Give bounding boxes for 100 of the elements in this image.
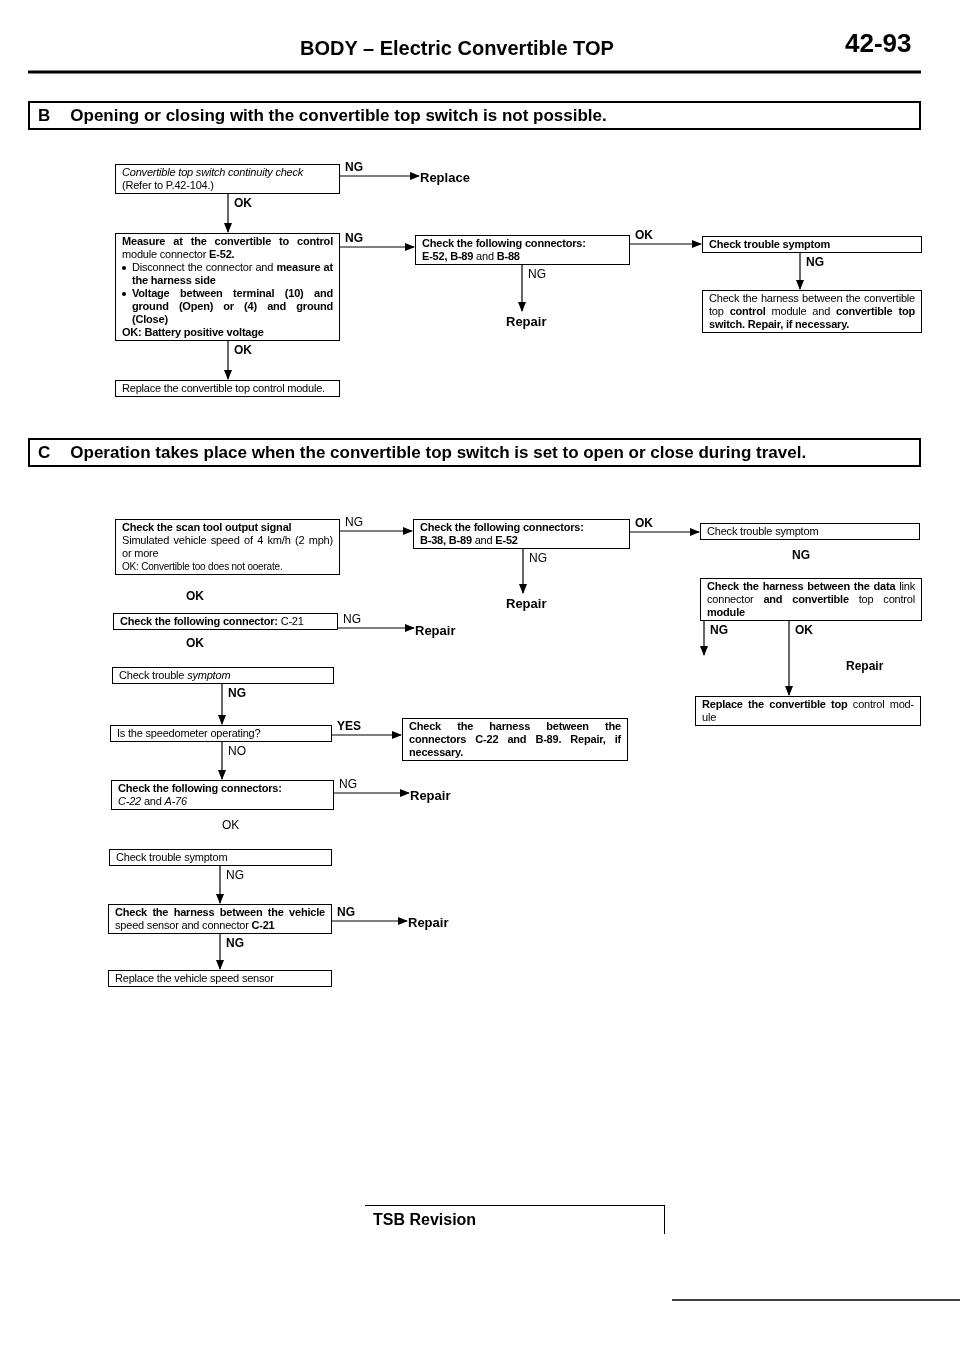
arrow [339, 243, 415, 251]
step-text: OK: Convertible too does not ooerate. [122, 560, 284, 573]
step-text: Check the following connectors: [422, 237, 587, 250]
arrow [337, 624, 415, 632]
edge-label: NG [527, 267, 547, 281]
edge-label: NG [336, 905, 356, 919]
arrow [218, 683, 226, 725]
edge-label: NG [528, 551, 548, 565]
edge-label: OK [233, 196, 253, 210]
process-box [702, 290, 922, 333]
process-box [108, 904, 332, 934]
step-text: Check trouble symptom [119, 669, 232, 682]
process-box [415, 235, 630, 265]
step-text: B-38, B-89 and E-52 [420, 534, 519, 547]
step-text: Check the harness between the convertible top control module and convertible top switch. Repair, if necessary. [709, 292, 915, 331]
edge-label: NG [344, 231, 364, 245]
arrow [216, 865, 224, 904]
result-text: Repair [408, 914, 449, 932]
step-text: Check the harness between the vehicle speed sensor and connector C-21 [115, 906, 325, 932]
edge-label: NG [805, 255, 825, 269]
step-text: Check the following connector: C-21 [120, 615, 305, 628]
step-text: Check the following connectors: [118, 782, 283, 795]
revision-text: TSB Revision [373, 1210, 478, 1230]
step-text: Check trouble symptom [709, 238, 832, 251]
step-text: Disconnect the connector and measure at the harness side [132, 261, 333, 287]
arrow [218, 741, 226, 780]
flow-label: NG [792, 547, 810, 564]
process-box [115, 233, 340, 341]
process-box [115, 519, 340, 575]
step-text: Check trouble symptom [116, 851, 229, 864]
result-text: Repair [506, 595, 547, 613]
step-text: Replace the vehicle speed sensor [115, 972, 275, 985]
section-heading: Opening or closing with the convertible top switch is not possible. [70, 105, 607, 127]
process-box [108, 970, 332, 987]
step-text: Replace the convertible top control mod- ule [702, 698, 914, 724]
edge-label: NG [227, 686, 247, 700]
edge-label: OK [634, 228, 654, 242]
step-text: C-22 and A-76 [118, 795, 188, 808]
step-text: E-52, B-89 and B-88 [422, 250, 521, 263]
process-box [700, 523, 920, 540]
process-box [113, 613, 338, 630]
step-text: Convertible top switch continuity check [122, 166, 305, 179]
edge-label: OK [233, 343, 253, 357]
arrow [331, 731, 402, 739]
step-text: Voltage between terminal (10) and ground (Open) or (4) and ground (Close) [132, 287, 333, 326]
process-box [413, 519, 630, 549]
edge-label: NG [338, 777, 358, 791]
arrow [785, 620, 793, 696]
edge-label: NG [225, 936, 245, 950]
edge-label: NO [227, 744, 247, 758]
process-box [115, 380, 340, 397]
arrow [519, 548, 527, 594]
result-text: Repair [506, 313, 547, 331]
step-text: Check the harness between the connectors C-22 and B-89. Repair, if necessary. [409, 720, 621, 759]
step-text: Check the scan tool output signal [122, 521, 293, 534]
step-text: Measure at the convertible to control module connector E-52. [122, 235, 333, 261]
section-letter: C [38, 442, 51, 464]
arrow [339, 527, 413, 535]
process-box [115, 164, 340, 194]
section-heading: Operation takes place when the convertible top switch is set to open or close during travel. [70, 442, 807, 464]
step-text: (Refer to P.42-104.) [122, 179, 215, 192]
arrow [224, 193, 232, 233]
arrow [629, 528, 700, 536]
arrow [224, 340, 232, 380]
process-box [702, 236, 922, 253]
arrow [331, 917, 408, 925]
process-box [695, 696, 921, 726]
process-box [700, 578, 922, 621]
arrow [216, 933, 224, 970]
arrow [333, 789, 410, 797]
flow-label: OK [186, 588, 204, 605]
edge-label: NG [709, 623, 729, 637]
step-text: Replace the convertible top control module. [122, 382, 326, 395]
flow-label: Repair [846, 658, 884, 675]
process-box [109, 849, 332, 866]
edge-label: OK [634, 516, 654, 530]
step-text: OK: Battery positive voltage [122, 326, 265, 339]
step-text: Check trouble symptom [707, 525, 820, 538]
process-box [111, 780, 334, 810]
edge-label: NG [344, 515, 364, 529]
arrow [700, 620, 708, 656]
edge-label: NG [342, 612, 362, 626]
page-title: BODY – Electric Convertible TOP [300, 36, 614, 61]
result-text: Replace [420, 169, 470, 187]
arrow [796, 252, 804, 290]
step-text: Check the harness between the data link connector and convertible top control module [707, 580, 915, 619]
edge-label: OK [794, 623, 814, 637]
edge-label: NG [225, 868, 245, 882]
arrow [339, 172, 420, 180]
arrow [629, 240, 702, 248]
result-text: Repair [415, 622, 456, 640]
section-heading-box [28, 438, 921, 468]
step-text: Simulated vehicle speed of 4 km/h (2 mph) or more [122, 534, 333, 560]
decision-box [110, 725, 332, 742]
section-letter: B [38, 105, 51, 127]
flow-label: OK [186, 635, 204, 652]
edge-label: YES [336, 719, 362, 733]
result-text: Repair [410, 787, 451, 805]
section-heading-box [28, 101, 921, 131]
page-number: 42-93 [845, 30, 912, 56]
